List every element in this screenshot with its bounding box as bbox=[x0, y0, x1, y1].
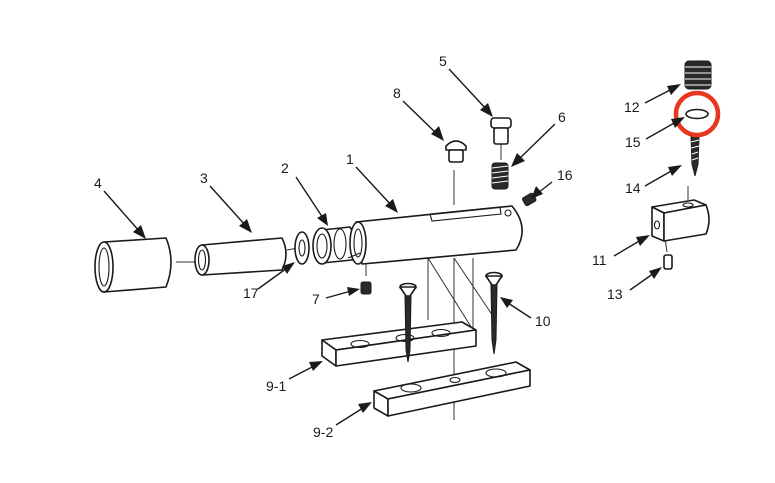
callout-1: 1 bbox=[346, 151, 354, 167]
callout-9-1: 9-1 bbox=[266, 378, 286, 394]
callout-16: 16 bbox=[557, 167, 573, 183]
callout-10: 10 bbox=[535, 313, 551, 329]
callout-13: 13 bbox=[607, 286, 623, 302]
part-3-inner-sleeve bbox=[194, 237, 287, 276]
callout-3: 3 bbox=[200, 170, 208, 186]
highlight-circle bbox=[673, 90, 721, 138]
part-10-wood-screw-right bbox=[485, 271, 503, 355]
part-2-bushing bbox=[312, 226, 357, 265]
part-15-washer bbox=[685, 108, 709, 120]
callout-15: 15 bbox=[625, 134, 641, 150]
callout-17: 17 bbox=[243, 285, 259, 301]
part-4-outer-sleeve bbox=[94, 237, 172, 293]
part-17-washer bbox=[294, 231, 310, 265]
alignment-lines bbox=[176, 130, 689, 420]
callout-8: 8 bbox=[393, 85, 401, 101]
part-14-screw bbox=[690, 135, 700, 177]
part-11-block bbox=[651, 199, 710, 242]
leader-lines bbox=[103, 68, 685, 426]
callout-7: 7 bbox=[312, 291, 320, 307]
part-10-wood-screw-left bbox=[399, 282, 417, 363]
part-5-cap-plug bbox=[490, 117, 512, 145]
part-9-1-mounting-plate bbox=[321, 321, 477, 367]
callout-2: 2 bbox=[281, 160, 289, 176]
callout-14: 14 bbox=[625, 180, 641, 196]
part-6-spring bbox=[491, 162, 509, 190]
part-1-main-tube bbox=[347, 205, 523, 265]
callout-9-2: 9-2 bbox=[313, 424, 333, 440]
part-8-round-head-pin bbox=[445, 140, 467, 163]
callout-5: 5 bbox=[439, 53, 447, 69]
part-7-grub-screw bbox=[360, 281, 372, 295]
callout-6: 6 bbox=[558, 109, 566, 125]
callout-12: 12 bbox=[624, 99, 640, 115]
callout-labels: 1 2 3 4 5 6 7 8 9-1 9-2 10 11 12 13 14 1… bbox=[94, 53, 641, 440]
part-12-threaded-insert bbox=[684, 60, 712, 90]
part-9-2-mounting-plate bbox=[373, 361, 531, 417]
callout-11: 11 bbox=[592, 252, 607, 268]
callout-4: 4 bbox=[94, 175, 102, 191]
part-13-small-pin bbox=[663, 254, 673, 270]
